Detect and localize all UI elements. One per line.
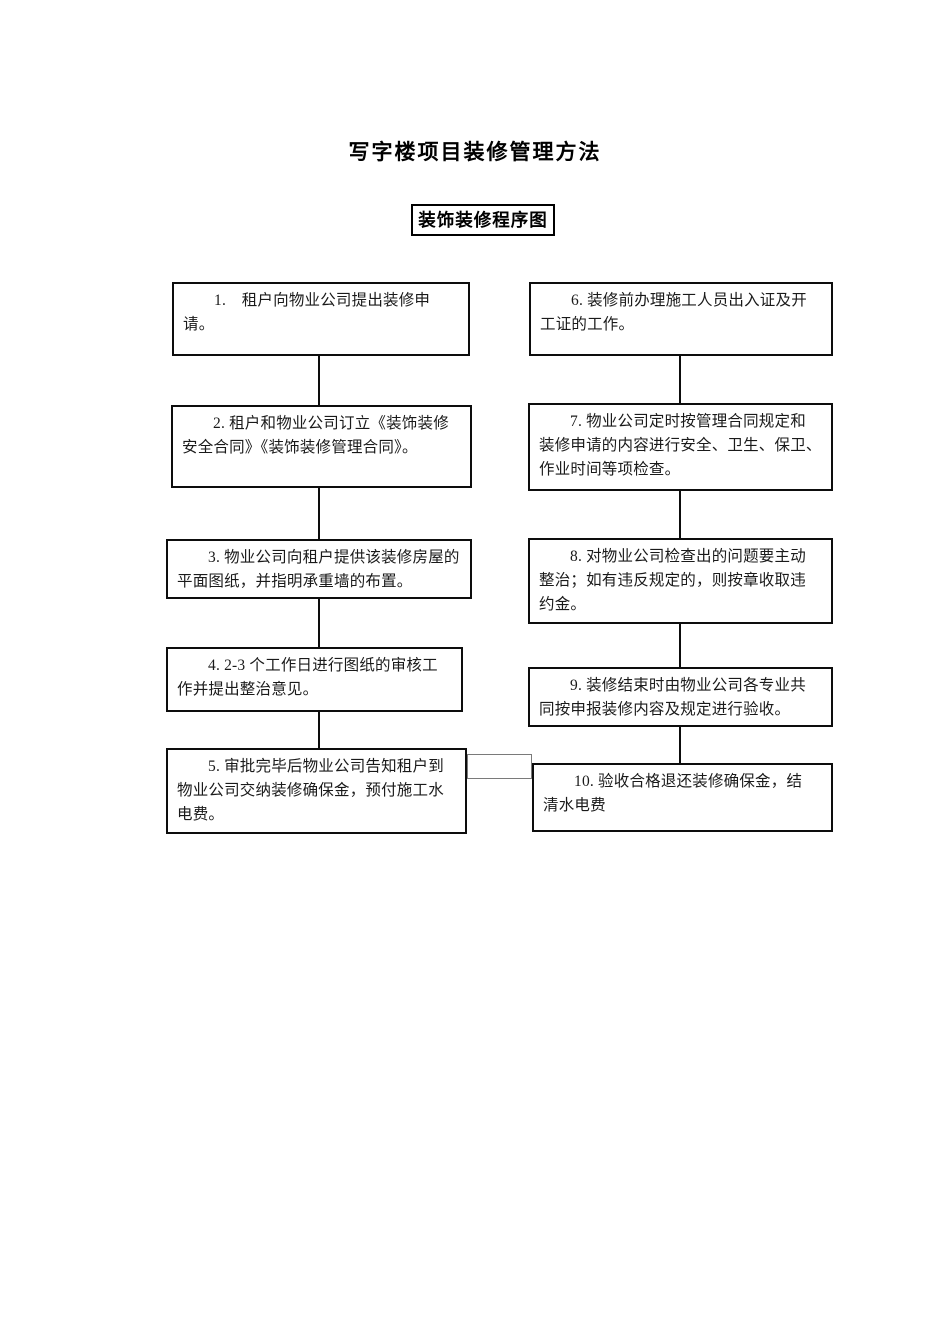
flow-step-4-text: 4. 2-3 个工作日进行图纸的审核工 作并提出整治意见。 xyxy=(177,657,438,698)
connector-line-1-2 xyxy=(318,356,320,405)
flow-step-7-text: 7. 物业公司定时按管理合同规定和 装修申请的内容进行安全、卫生、保卫、 作业时… xyxy=(539,413,822,478)
connector-line-2-3 xyxy=(318,488,320,539)
flow-step-9: 9. 装修结束时由物业公司各专业共 同按申报装修内容及规定进行验收。 xyxy=(528,667,833,727)
flow-step-10: 10. 验收合格退还装修确保金，结 清水电费 xyxy=(532,763,833,832)
diagram-heading: 装饰装修程序图 xyxy=(411,204,555,236)
flow-step-6-text: 6. 装修前办理施工人员出入证及开 工证的工作。 xyxy=(540,292,807,333)
flow-step-5-text: 5. 审批完毕后物业公司告知租户到 物业公司交纳装修确保金，预付施工水 电费。 xyxy=(177,758,444,823)
connector-line-9-10 xyxy=(679,727,681,763)
document-title: 写字楼项目装修管理方法 xyxy=(348,140,602,164)
flow-step-5: 5. 审批完毕后物业公司告知租户到 物业公司交纳装修确保金，预付施工水 电费。 xyxy=(166,748,467,834)
flow-step-1-text: 1. 租户向物业公司提出装修申请。 xyxy=(183,292,431,333)
connector-line-6-7 xyxy=(679,356,681,403)
flow-step-3: 3. 物业公司向租户提供该装修房屋的 平面图纸，并指明承重墙的布置。 xyxy=(166,539,472,599)
diagram-heading-row: 装饰装修程序图 xyxy=(0,204,950,236)
connector-box-5-10 xyxy=(467,754,532,779)
flow-step-8: 8. 对物业公司检查出的问题要主动 整治；如有违反规定的，则按章收取违 约金。 xyxy=(528,538,833,624)
flow-step-2-text: 2. 租户和物业公司订立《装饰装修 安全合同》《装饰装修管理合同》。 xyxy=(182,415,449,456)
connector-line-8-9 xyxy=(679,624,681,667)
flow-step-1: 1. 租户向物业公司提出装修申请。 xyxy=(172,282,470,356)
flow-step-8-text: 8. 对物业公司检查出的问题要主动 整治；如有违反规定的，则按章收取违 约金。 xyxy=(539,548,806,613)
connector-line-3-4 xyxy=(318,599,320,647)
flow-step-7: 7. 物业公司定时按管理合同规定和 装修申请的内容进行安全、卫生、保卫、 作业时… xyxy=(528,403,833,491)
flow-step-10-text: 10. 验收合格退还装修确保金，结 清水电费 xyxy=(543,773,803,814)
connector-line-4-5 xyxy=(318,712,320,748)
flow-step-6: 6. 装修前办理施工人员出入证及开 工证的工作。 xyxy=(529,282,833,356)
flow-step-4: 4. 2-3 个工作日进行图纸的审核工 作并提出整治意见。 xyxy=(166,647,463,712)
flow-step-9-text: 9. 装修结束时由物业公司各专业共 同按申报装修内容及规定进行验收。 xyxy=(539,677,806,718)
flow-step-2: 2. 租户和物业公司订立《装饰装修 安全合同》《装饰装修管理合同》。 xyxy=(171,405,472,488)
flow-step-3-text: 3. 物业公司向租户提供该装修房屋的 平面图纸，并指明承重墙的布置。 xyxy=(177,549,460,590)
connector-line-7-8 xyxy=(679,491,681,538)
